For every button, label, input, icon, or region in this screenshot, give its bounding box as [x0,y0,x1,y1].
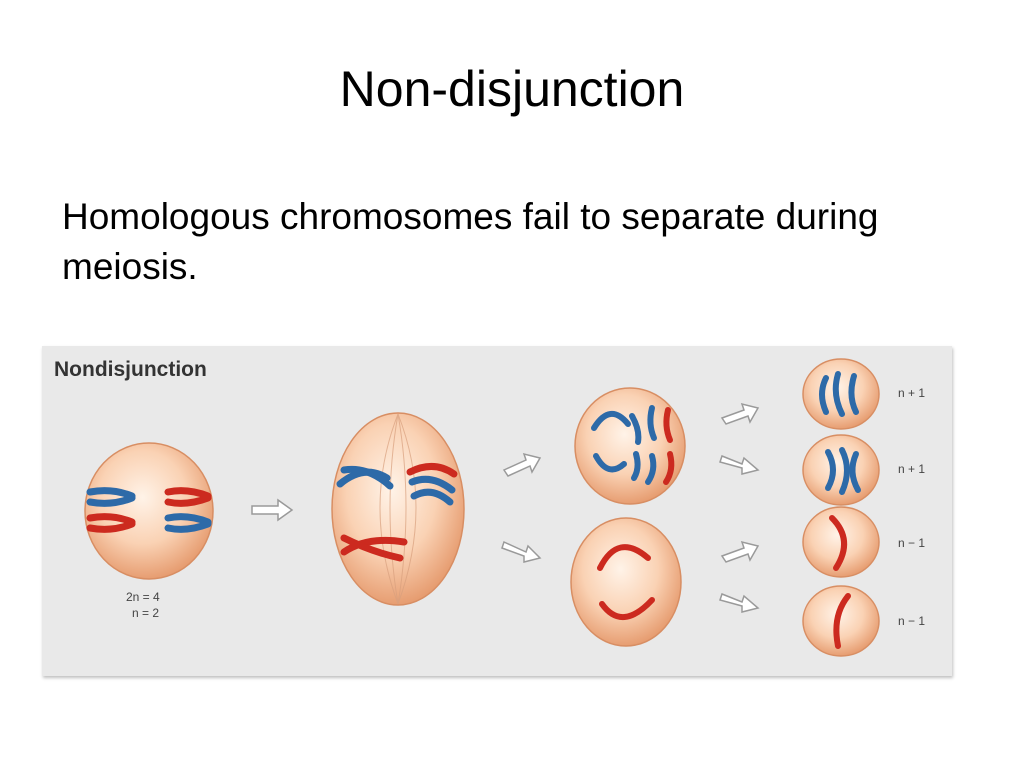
gamete-label-1: n + 1 [898,386,926,400]
meiosis-ii-cell-upper [574,387,686,505]
meiosis-i-cell [331,412,465,606]
arrow-2b [501,540,542,563]
chromosome-blue [86,487,136,500]
gamete-label-3: n − 1 [898,536,926,550]
nondisjunction-figure: Nondisjunction 2n = 4 n = 2 n + 1 n + 1 … [42,346,952,676]
chromosome-red [164,487,212,500]
gamete-label-4: n − 1 [898,614,926,628]
figure-illustration [84,358,880,657]
parent-label-diploid: 2n = 4 [126,590,160,604]
gamete-cell-3 [802,506,880,578]
meiosis-ii-cell-lower [570,517,682,647]
figure-title: Nondisjunction [54,358,207,381]
arrow-1 [251,498,294,522]
gamete-cell-4 [802,585,880,657]
arrow-3a [720,402,760,425]
slide-title: Non-disjunction [339,61,685,117]
arrow-3b [719,455,760,475]
parent-cell [84,442,214,580]
chromosome-red [86,520,136,533]
chromosome-red [164,494,212,507]
gamete-label-2: n + 1 [898,462,926,476]
slide-body-text: Homologous chromosomes fail to separate … [62,196,879,287]
parent-label-haploid: n = 2 [132,606,160,620]
chromosome-blue [164,513,212,526]
arrow-2a [502,452,542,477]
chromosome-blue [86,494,136,507]
gamete-cell-1 [802,358,880,430]
arrow-3d [719,593,760,613]
arrow-3c [720,540,760,563]
chromosome-red [86,513,136,526]
gamete-cell-2 [802,434,880,506]
chromosome-blue [164,520,212,533]
